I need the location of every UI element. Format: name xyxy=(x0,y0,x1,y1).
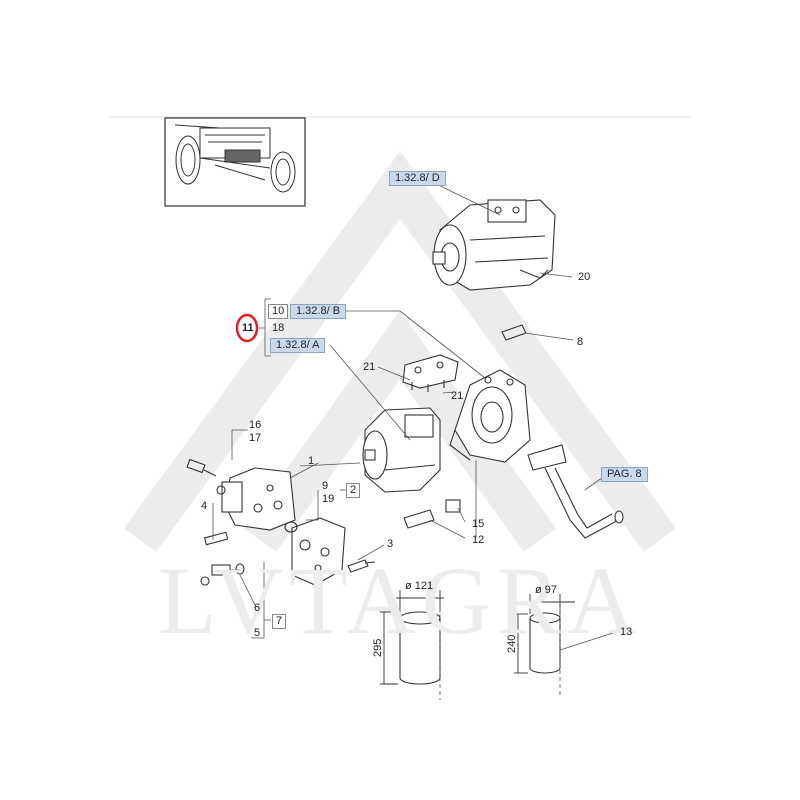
callout-11[interactable]: 11 xyxy=(242,322,254,334)
cylinder-295 xyxy=(399,611,441,685)
callout-16: 16 xyxy=(249,419,262,431)
central-pump-body xyxy=(362,407,441,493)
callout-8: 8 xyxy=(577,336,584,348)
valve-body-3 xyxy=(291,517,346,586)
small-fittings xyxy=(186,324,527,586)
valve-block-21 xyxy=(402,354,459,392)
callout-6: 6 xyxy=(254,602,261,614)
callout-18: 18 xyxy=(272,322,285,334)
callout-20: 20 xyxy=(578,271,591,283)
watermark-text: LVTAGRA xyxy=(157,547,643,654)
reference-1-32-8-d[interactable]: 1.32.8/ D xyxy=(389,171,446,186)
callout-1: 1 xyxy=(308,455,315,467)
gear-pump-1 xyxy=(221,467,296,531)
callout-17: 17 xyxy=(249,432,262,444)
callout-12: 12 xyxy=(472,534,485,546)
rear-pump xyxy=(449,369,531,463)
callout-7: 7 xyxy=(272,614,287,629)
callout-2: 2 xyxy=(346,483,361,498)
callout-3: 3 xyxy=(387,538,394,550)
tractor-thumbnail xyxy=(164,117,306,207)
bent-pipe xyxy=(527,444,624,539)
reference-1-32-8-a[interactable]: 1.32.8/ A xyxy=(270,338,326,353)
highlight-circle xyxy=(235,313,259,343)
callout-15: 15 xyxy=(472,518,485,530)
main-pump-20 xyxy=(432,199,556,291)
callout-10: 10 xyxy=(268,304,289,319)
dimension-diameter-121: ø 121 xyxy=(405,580,434,592)
leader-lines xyxy=(212,179,617,700)
reference-1-32-8-b[interactable]: 1.32.8/ B xyxy=(290,304,347,319)
callout-5: 5 xyxy=(254,627,261,639)
dimension-diameter-97: ø 97 xyxy=(535,584,558,596)
reference-pag-8[interactable]: PAG. 8 xyxy=(601,467,648,482)
callout-19: 19 xyxy=(322,493,335,505)
callout-9: 9 xyxy=(322,480,329,492)
callout-21-upper: 21 xyxy=(363,361,376,373)
dimension-height-295: 295 xyxy=(372,638,384,657)
callout-13: 13 xyxy=(620,626,633,638)
dimension-height-240: 240 xyxy=(506,634,518,653)
callout-4: 4 xyxy=(201,500,208,512)
callout-21-lower: 21 xyxy=(451,390,464,402)
